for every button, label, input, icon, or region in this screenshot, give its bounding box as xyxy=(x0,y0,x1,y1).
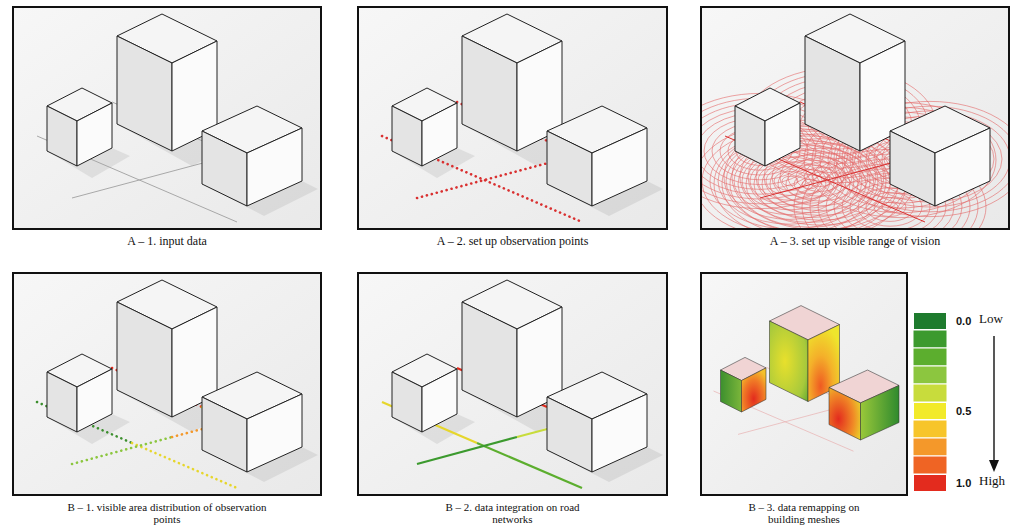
panel-frame: A – 2. set up observation points xyxy=(357,6,668,230)
vision-ring xyxy=(758,162,822,200)
building-blocks xyxy=(392,14,647,206)
panel-frame: A – 1. input data xyxy=(12,6,322,230)
panel-ground xyxy=(357,272,668,496)
vision-ring xyxy=(774,171,806,190)
legend-value: 1.0 xyxy=(956,477,971,489)
panel-ground xyxy=(12,6,322,230)
panel-b3-art xyxy=(700,272,908,496)
scale-cell xyxy=(913,384,947,402)
arrow-shaft xyxy=(993,336,994,462)
panel-caption: A – 1. input data xyxy=(17,235,317,248)
building-blocks xyxy=(735,14,990,206)
panel-ground xyxy=(700,272,908,496)
mesh-face xyxy=(861,385,900,440)
mesh-face xyxy=(829,388,861,441)
panel-caption: B – 1. visible area distribution of obse… xyxy=(67,501,267,525)
panel-ground xyxy=(700,6,1010,230)
panel-ground xyxy=(12,272,322,496)
scale-cell xyxy=(913,438,947,456)
scale-cell xyxy=(913,330,947,348)
building-blocks xyxy=(47,280,302,472)
legend-value: 0.5 xyxy=(956,405,971,417)
scale-cell xyxy=(913,348,947,366)
panel-caption: A – 2. set up observation points xyxy=(363,235,663,248)
scale-arrow xyxy=(989,336,999,472)
panel-frame: A – 3. set up visible range of vision xyxy=(700,6,1010,230)
road-value xyxy=(417,437,517,464)
building-meshes xyxy=(721,306,900,440)
mesh-face xyxy=(770,321,809,402)
scale-end-label: Low xyxy=(979,313,1003,325)
panel-b1-art xyxy=(12,272,322,496)
scale-cell xyxy=(913,420,947,438)
scale-end-label: High xyxy=(979,475,1005,487)
panel-ground xyxy=(357,6,668,230)
arrow-head xyxy=(989,460,999,472)
remapped-buildings xyxy=(714,306,900,452)
scale-cell xyxy=(913,366,947,384)
mesh-face xyxy=(721,370,742,412)
panel-caption: A – 3. set up visible range of vision xyxy=(705,235,1005,248)
panel-frame: B – 3. data remapping on building meshes xyxy=(700,272,908,496)
building-blocks xyxy=(47,14,302,206)
vision-ring xyxy=(782,176,798,186)
legend-swatch xyxy=(913,474,947,492)
panel-a3-art xyxy=(664,6,1026,265)
vision-ring xyxy=(786,170,834,199)
color-scale xyxy=(913,330,947,474)
legend-swatch xyxy=(913,402,947,420)
panel-b2-art xyxy=(357,272,668,496)
panel-frame: B – 2. data integration on road networks xyxy=(357,272,668,496)
panel-a1-art xyxy=(12,6,322,230)
panel-a2-art xyxy=(357,6,668,230)
legend-value: 0.0 xyxy=(956,315,971,327)
building-blocks xyxy=(392,280,647,472)
legend-swatch xyxy=(913,312,947,330)
panel-caption: B – 2. data integration on road networks xyxy=(443,501,583,525)
vision-ring xyxy=(778,165,842,203)
observation-points xyxy=(72,437,172,464)
mesh-face xyxy=(742,368,767,412)
scale-cell xyxy=(913,456,947,474)
panel-caption: B – 3. data remapping on building meshes xyxy=(738,501,870,525)
panel-frame: B – 1. visible area distribution of obse… xyxy=(12,272,322,496)
